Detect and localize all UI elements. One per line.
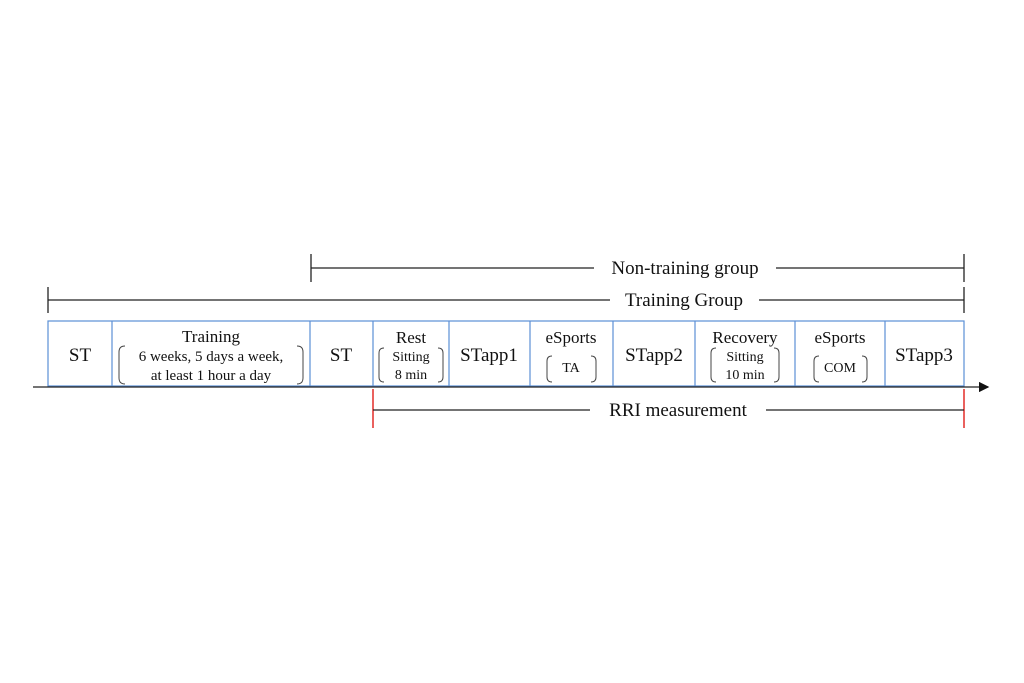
timeline-boxes	[47, 320, 965, 387]
right-bracket-icon	[773, 347, 780, 383]
step-st-pre: ST	[69, 345, 92, 366]
esports-com-mode: COM	[824, 361, 856, 376]
step-st-post: ST	[330, 345, 353, 366]
training-group-label: Training Group	[625, 290, 743, 311]
rest-detail-line1: Sitting	[392, 350, 429, 365]
left-bracket-icon	[378, 347, 385, 383]
training-detail-line1: 6 weeks, 5 days a week,	[139, 349, 284, 365]
training-title: Training	[182, 327, 240, 346]
training-detail-line2: at least 1 hour a day	[151, 368, 272, 384]
non-training-group-span: Non-training group	[310, 254, 965, 282]
left-bracket-icon	[118, 345, 126, 385]
left-bracket-icon	[710, 347, 717, 383]
step-esports-com: eSports COM	[813, 328, 868, 383]
left-bracket-icon	[813, 355, 820, 383]
right-bracket-icon	[590, 355, 597, 383]
right-bracket-icon	[296, 345, 304, 385]
step-stapp3: STapp3	[895, 345, 953, 366]
step-rest: Rest Sitting 8 min	[378, 328, 444, 383]
step-esports-ta: eSports TA	[546, 328, 597, 383]
step-recovery: Recovery Sitting 10 min	[710, 328, 780, 383]
right-bracket-icon	[861, 355, 868, 383]
step-training: Training 6 weeks, 5 days a week, at leas…	[118, 327, 304, 385]
step-stapp2: STapp2	[625, 345, 683, 366]
right-bracket-icon	[437, 347, 444, 383]
esports-ta-mode: TA	[562, 361, 580, 376]
recovery-detail-line2: 10 min	[725, 368, 764, 383]
esports-ta-title: eSports	[546, 328, 597, 347]
non-training-group-label: Non-training group	[611, 258, 758, 279]
esports-com-title: eSports	[815, 328, 866, 347]
rri-measurement-label: RRI measurement	[609, 400, 747, 421]
step-stapp1: STapp1	[460, 345, 518, 366]
rest-title: Rest	[396, 328, 427, 347]
recovery-detail-line1: Sitting	[726, 350, 763, 365]
rest-detail-line2: 8 min	[395, 368, 427, 383]
left-bracket-icon	[546, 355, 553, 383]
recovery-title: Recovery	[712, 328, 778, 347]
rri-measurement-span: RRI measurement	[372, 389, 965, 428]
training-group-span: Training Group	[47, 287, 965, 313]
